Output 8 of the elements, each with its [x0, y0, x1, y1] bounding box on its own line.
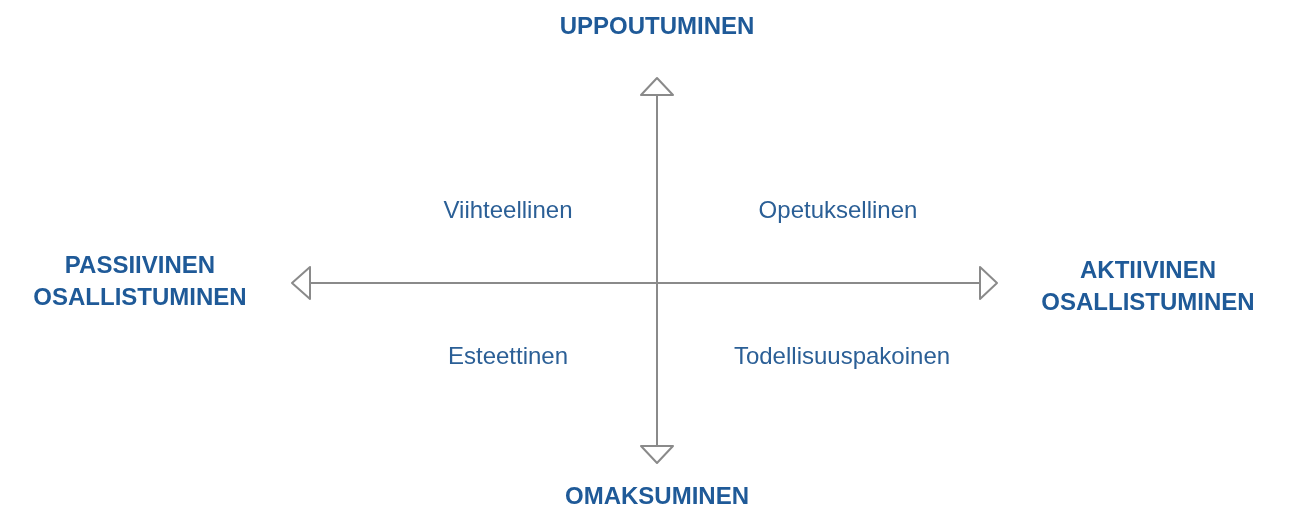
axis-label: AKTIIVINEN OSALLISTUMINEN	[1040, 255, 1256, 318]
axis-label: UPPOUTUMINEN	[558, 11, 756, 41]
quadrant-label: Viihteellinen	[442, 195, 574, 225]
quadrant-label: Esteettinen	[446, 341, 570, 371]
axis-label: PASSIIVINEN OSALLISTUMINEN	[32, 250, 248, 313]
quadrant-label: Opetuksellinen	[757, 195, 919, 225]
axis-label: OMAKSUMINEN	[564, 481, 750, 511]
quadrant-label: Todellisuuspakoinen	[732, 341, 952, 371]
